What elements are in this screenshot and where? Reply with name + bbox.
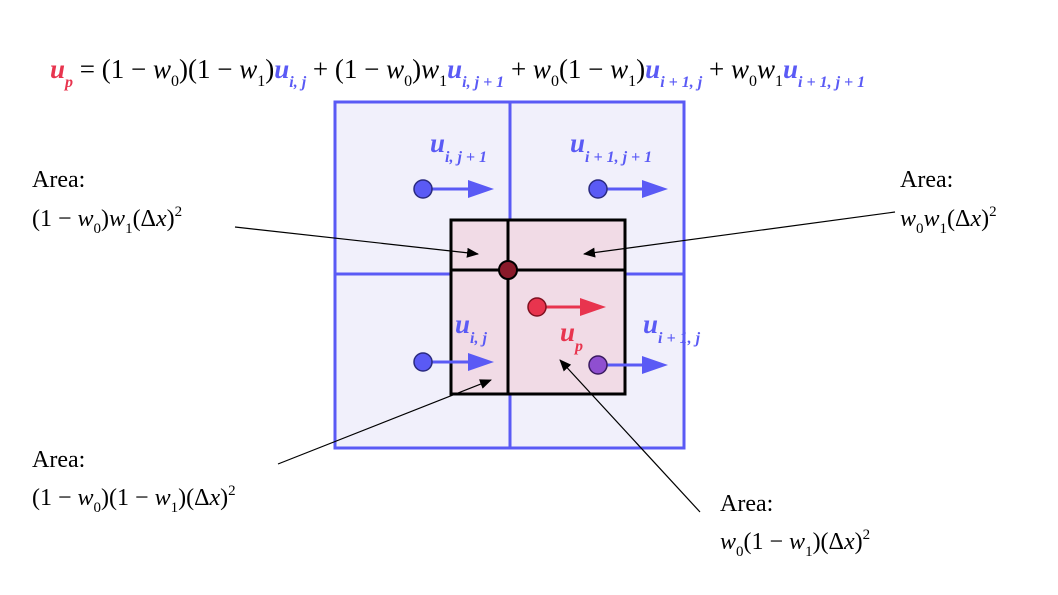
area-rect-bottom-left [449,268,510,396]
sample-point [588,355,608,375]
area-expression: (1 − w0)w1(Δx)2 [32,204,182,237]
pointer-line-top-left [234,226,479,258]
velocity-arrowhead [468,180,494,198]
sample-point [413,179,433,199]
interpolation-formula: up = (1 − w0)(1 − w1)ui, j + (1 − w0)w1u… [50,54,865,91]
velocity-arrowhead [642,180,668,198]
area-title: Area: [32,447,85,473]
velocity-arrowhead [580,298,606,316]
pointer-line-bottom-right [559,359,701,513]
area-expression: (1 − w0)(1 − w1)(Δx)2 [32,483,236,516]
area-corner-point [498,260,518,280]
velocity-sample-ij1 [413,179,494,199]
area-label-top-right: Area: w0w1(Δx)2 [900,167,997,237]
velocity-arrowhead [642,356,668,374]
particle-area-box [449,218,627,396]
label-u-i1j1: ui + 1, j + 1 [570,128,652,166]
area-title: Area: [720,491,773,517]
area-expression: w0(1 − w1)(Δx)2 [720,527,870,560]
area-label-bottom-right: Area: w0(1 − w1)(Δx)2 [720,491,870,560]
particle-velocity [527,297,606,317]
area-rect-bottom-right [506,268,627,396]
velocity-arrowhead [468,353,494,371]
label-u-ij1: ui, j + 1 [430,128,487,166]
particle-point [527,297,547,317]
sample-point [413,352,433,372]
area-title: Area: [900,167,953,193]
pointer-line-bottom-left [277,379,492,465]
pointer-line-top-right [583,211,896,258]
area-expression: w0w1(Δx)2 [900,204,997,237]
label-u-i1j: ui + 1, j [643,309,701,347]
area-rect-top-right [506,218,627,272]
label-u-p: up [560,317,583,355]
velocity-sample-ij [413,352,494,372]
area-label-bottom-left: Area: (1 − w0)(1 − w1)(Δx)2 [32,447,236,516]
velocity-sample-i1j [588,355,668,375]
label-u-ij: ui, j [455,309,487,347]
velocity-sample-i1j1 [588,179,668,199]
sample-point [588,179,608,199]
area-label-top-left: Area: (1 − w0)w1(Δx)2 [32,167,182,237]
area-title: Area: [32,167,85,193]
area-rect-top-left [449,218,510,272]
